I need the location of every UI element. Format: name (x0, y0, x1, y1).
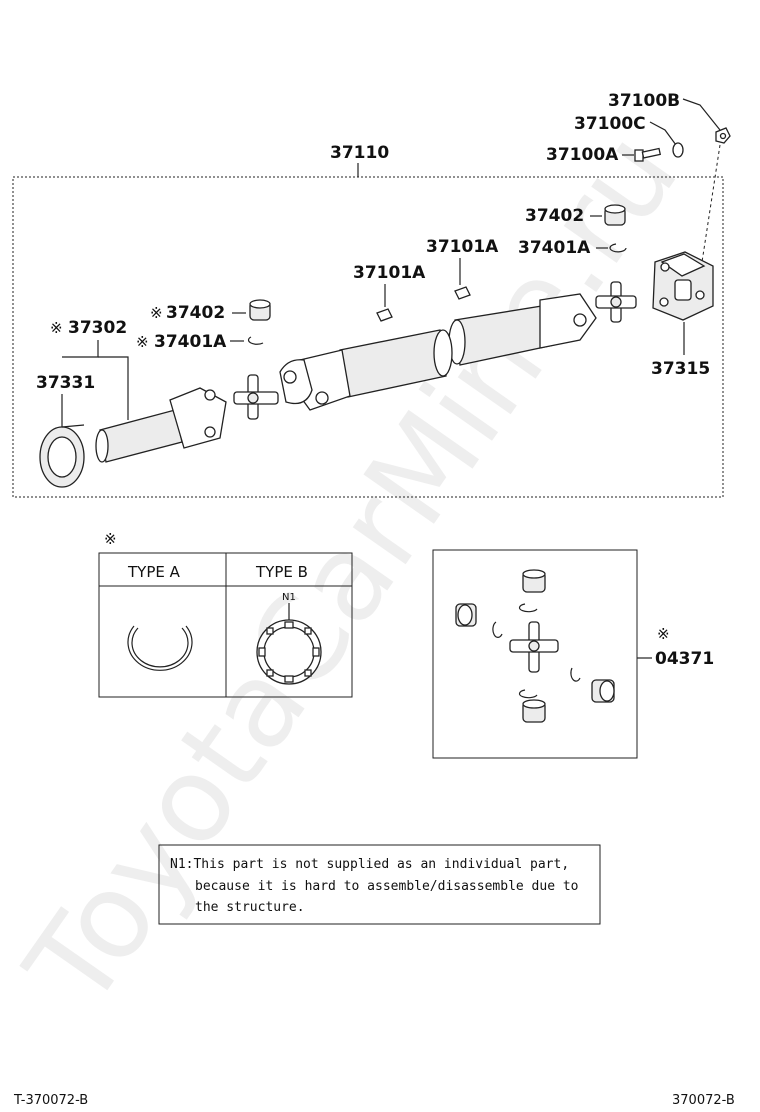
bearing-cup-37402-top (604, 204, 626, 226)
label-37100B[interactable]: 37100B (608, 91, 680, 111)
assembly-frame (12, 176, 724, 498)
snap-ring-type-a-inner (131, 627, 189, 668)
note-line-3: the structure. (195, 900, 305, 915)
label-37401A-left[interactable]: 37401A (154, 332, 227, 352)
label-37402-left[interactable]: 37402 (166, 303, 225, 323)
ref-mark-37302: ※ (50, 319, 63, 337)
footer-right-code: 370072-B (672, 1093, 735, 1108)
ref-mark-37402: ※ (150, 304, 163, 322)
ref-mark-37401A: ※ (136, 333, 149, 351)
note-line-1: N1:This part is not supplied as an indiv… (170, 857, 569, 872)
bolt-37100A (634, 147, 662, 162)
snap-ring-37401A-top (609, 243, 627, 253)
label-37331[interactable]: 37331 (36, 373, 95, 393)
dust-seal-37331 (39, 424, 85, 488)
label-37302[interactable]: 37302 (68, 318, 127, 338)
note-box (158, 844, 601, 925)
label-37100A[interactable]: 37100A (546, 145, 619, 165)
snap-ring-type-table (98, 552, 353, 698)
spider-kit-parts (455, 569, 615, 723)
washer-37100C (672, 142, 684, 158)
balance-weight-right (454, 286, 471, 300)
footer-left-code: T-370072-B (13, 1093, 88, 1108)
snap-ring-type-a (127, 625, 193, 671)
spider-left (233, 374, 279, 420)
label-37110[interactable]: 37110 (330, 143, 389, 163)
ref-mark-table: ※ (104, 530, 117, 548)
label-37401A-top[interactable]: 37401A (518, 238, 591, 258)
propeller-shaft-front-tube (279, 329, 453, 411)
snap-ring-37401A-left (247, 336, 264, 345)
note-line-2: because it is hard to assemble/disassemb… (195, 879, 579, 894)
n1-label: N1 (282, 592, 296, 603)
bearing-cup-37402-left (249, 299, 271, 321)
slip-yoke-37302 (95, 387, 227, 463)
label-04371[interactable]: 04371 (655, 649, 714, 669)
label-37101A-left[interactable]: 37101A (353, 263, 426, 283)
balance-weight-left (376, 308, 393, 322)
spider-right (595, 281, 637, 323)
flange-yoke-37315 (652, 251, 714, 321)
ref-mark-04371: ※ (657, 625, 670, 643)
label-37100C[interactable]: 37100C (574, 114, 646, 134)
type-b-header: TYPE B (255, 563, 308, 581)
nut-37100B (715, 127, 731, 144)
label-37402-top[interactable]: 37402 (525, 206, 584, 226)
label-37315[interactable]: 37315 (651, 359, 710, 379)
type-a-header: TYPE A (127, 563, 181, 581)
snap-ring-type-b (256, 619, 322, 685)
label-37101A-right[interactable]: 37101A (426, 237, 499, 257)
spider-kit-box (432, 549, 638, 759)
